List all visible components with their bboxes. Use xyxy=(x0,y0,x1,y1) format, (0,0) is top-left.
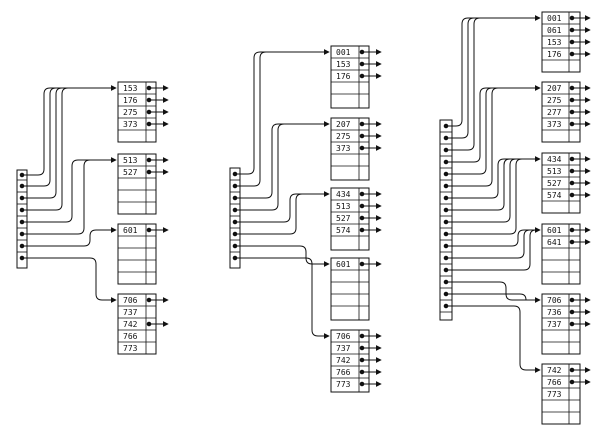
key: 434 xyxy=(547,155,562,164)
key: 737 xyxy=(336,344,351,353)
key: 773 xyxy=(336,380,351,389)
directory-pointers xyxy=(443,15,541,373)
key: 742 xyxy=(123,320,138,329)
key: 773 xyxy=(547,390,562,399)
key: 527 xyxy=(547,179,562,188)
key: 601 xyxy=(547,226,562,235)
key: 766 xyxy=(123,332,138,341)
key: 706 xyxy=(547,296,562,305)
key: 766 xyxy=(336,368,351,377)
bucket: 706 737 742 766 773 xyxy=(330,329,382,393)
bucket: 601 xyxy=(330,257,382,321)
bucket: 207 275 373 xyxy=(330,117,382,181)
bucket: 601 641 xyxy=(541,223,591,285)
diagram-1: 153 176 275 373 513 527 xyxy=(16,81,169,355)
key: 773 xyxy=(123,344,138,353)
diagram-3: 001 061 153 176 207 275 277 373 xyxy=(439,11,591,425)
bucket: 513 527 xyxy=(117,153,169,215)
key: 601 xyxy=(336,260,351,269)
directory-pointers xyxy=(19,85,117,303)
key: 736 xyxy=(547,308,562,317)
key: 513 xyxy=(547,167,562,176)
bucket: 742 766 773 xyxy=(541,363,591,425)
bucket: 001 153 176 xyxy=(330,45,382,109)
key: 153 xyxy=(123,84,138,93)
bucket: 601 xyxy=(117,223,169,285)
key: 527 xyxy=(123,168,138,177)
key: 061 xyxy=(547,26,562,35)
key: 275 xyxy=(123,108,138,117)
bucket: 207 275 277 373 xyxy=(541,81,591,143)
key: 527 xyxy=(336,214,351,223)
key: 513 xyxy=(123,156,138,165)
bucket: 001 061 153 176 xyxy=(541,11,591,73)
key: 513 xyxy=(336,202,351,211)
key: 641 xyxy=(547,238,562,247)
key: 766 xyxy=(547,378,562,387)
bucket: 706 736 737 xyxy=(541,293,591,355)
key: 207 xyxy=(336,120,351,129)
bucket: 153 176 275 373 xyxy=(117,81,169,143)
bucket: 706 737 742 766 773 xyxy=(117,293,169,355)
key: 176 xyxy=(547,50,562,59)
key: 176 xyxy=(123,96,138,105)
key: 277 xyxy=(547,108,562,117)
key: 373 xyxy=(123,120,138,129)
key: 742 xyxy=(336,356,351,365)
key: 742 xyxy=(547,366,562,375)
key: 373 xyxy=(336,144,351,153)
directory xyxy=(439,119,453,321)
key: 001 xyxy=(336,48,351,57)
bucket: 434 513 527 574 xyxy=(330,187,382,251)
key: 207 xyxy=(547,84,562,93)
directory xyxy=(229,167,241,269)
key: 001 xyxy=(547,14,562,23)
directory-pointers xyxy=(232,49,330,339)
directory xyxy=(16,169,28,269)
key: 153 xyxy=(547,38,562,47)
bucket: 434 513 527 574 xyxy=(541,152,591,214)
key: 275 xyxy=(547,96,562,105)
key: 434 xyxy=(336,190,351,199)
diagram-2: 001 153 176 207 275 373 xyxy=(229,45,382,393)
key: 153 xyxy=(336,60,351,69)
key: 176 xyxy=(336,72,351,81)
key: 706 xyxy=(336,332,351,341)
key: 275 xyxy=(336,132,351,141)
key: 574 xyxy=(547,191,562,200)
key: 737 xyxy=(547,320,562,329)
key: 706 xyxy=(123,296,138,305)
key: 373 xyxy=(547,120,562,129)
key: 574 xyxy=(336,226,351,235)
key: 737 xyxy=(123,308,138,317)
key: 601 xyxy=(123,226,138,235)
